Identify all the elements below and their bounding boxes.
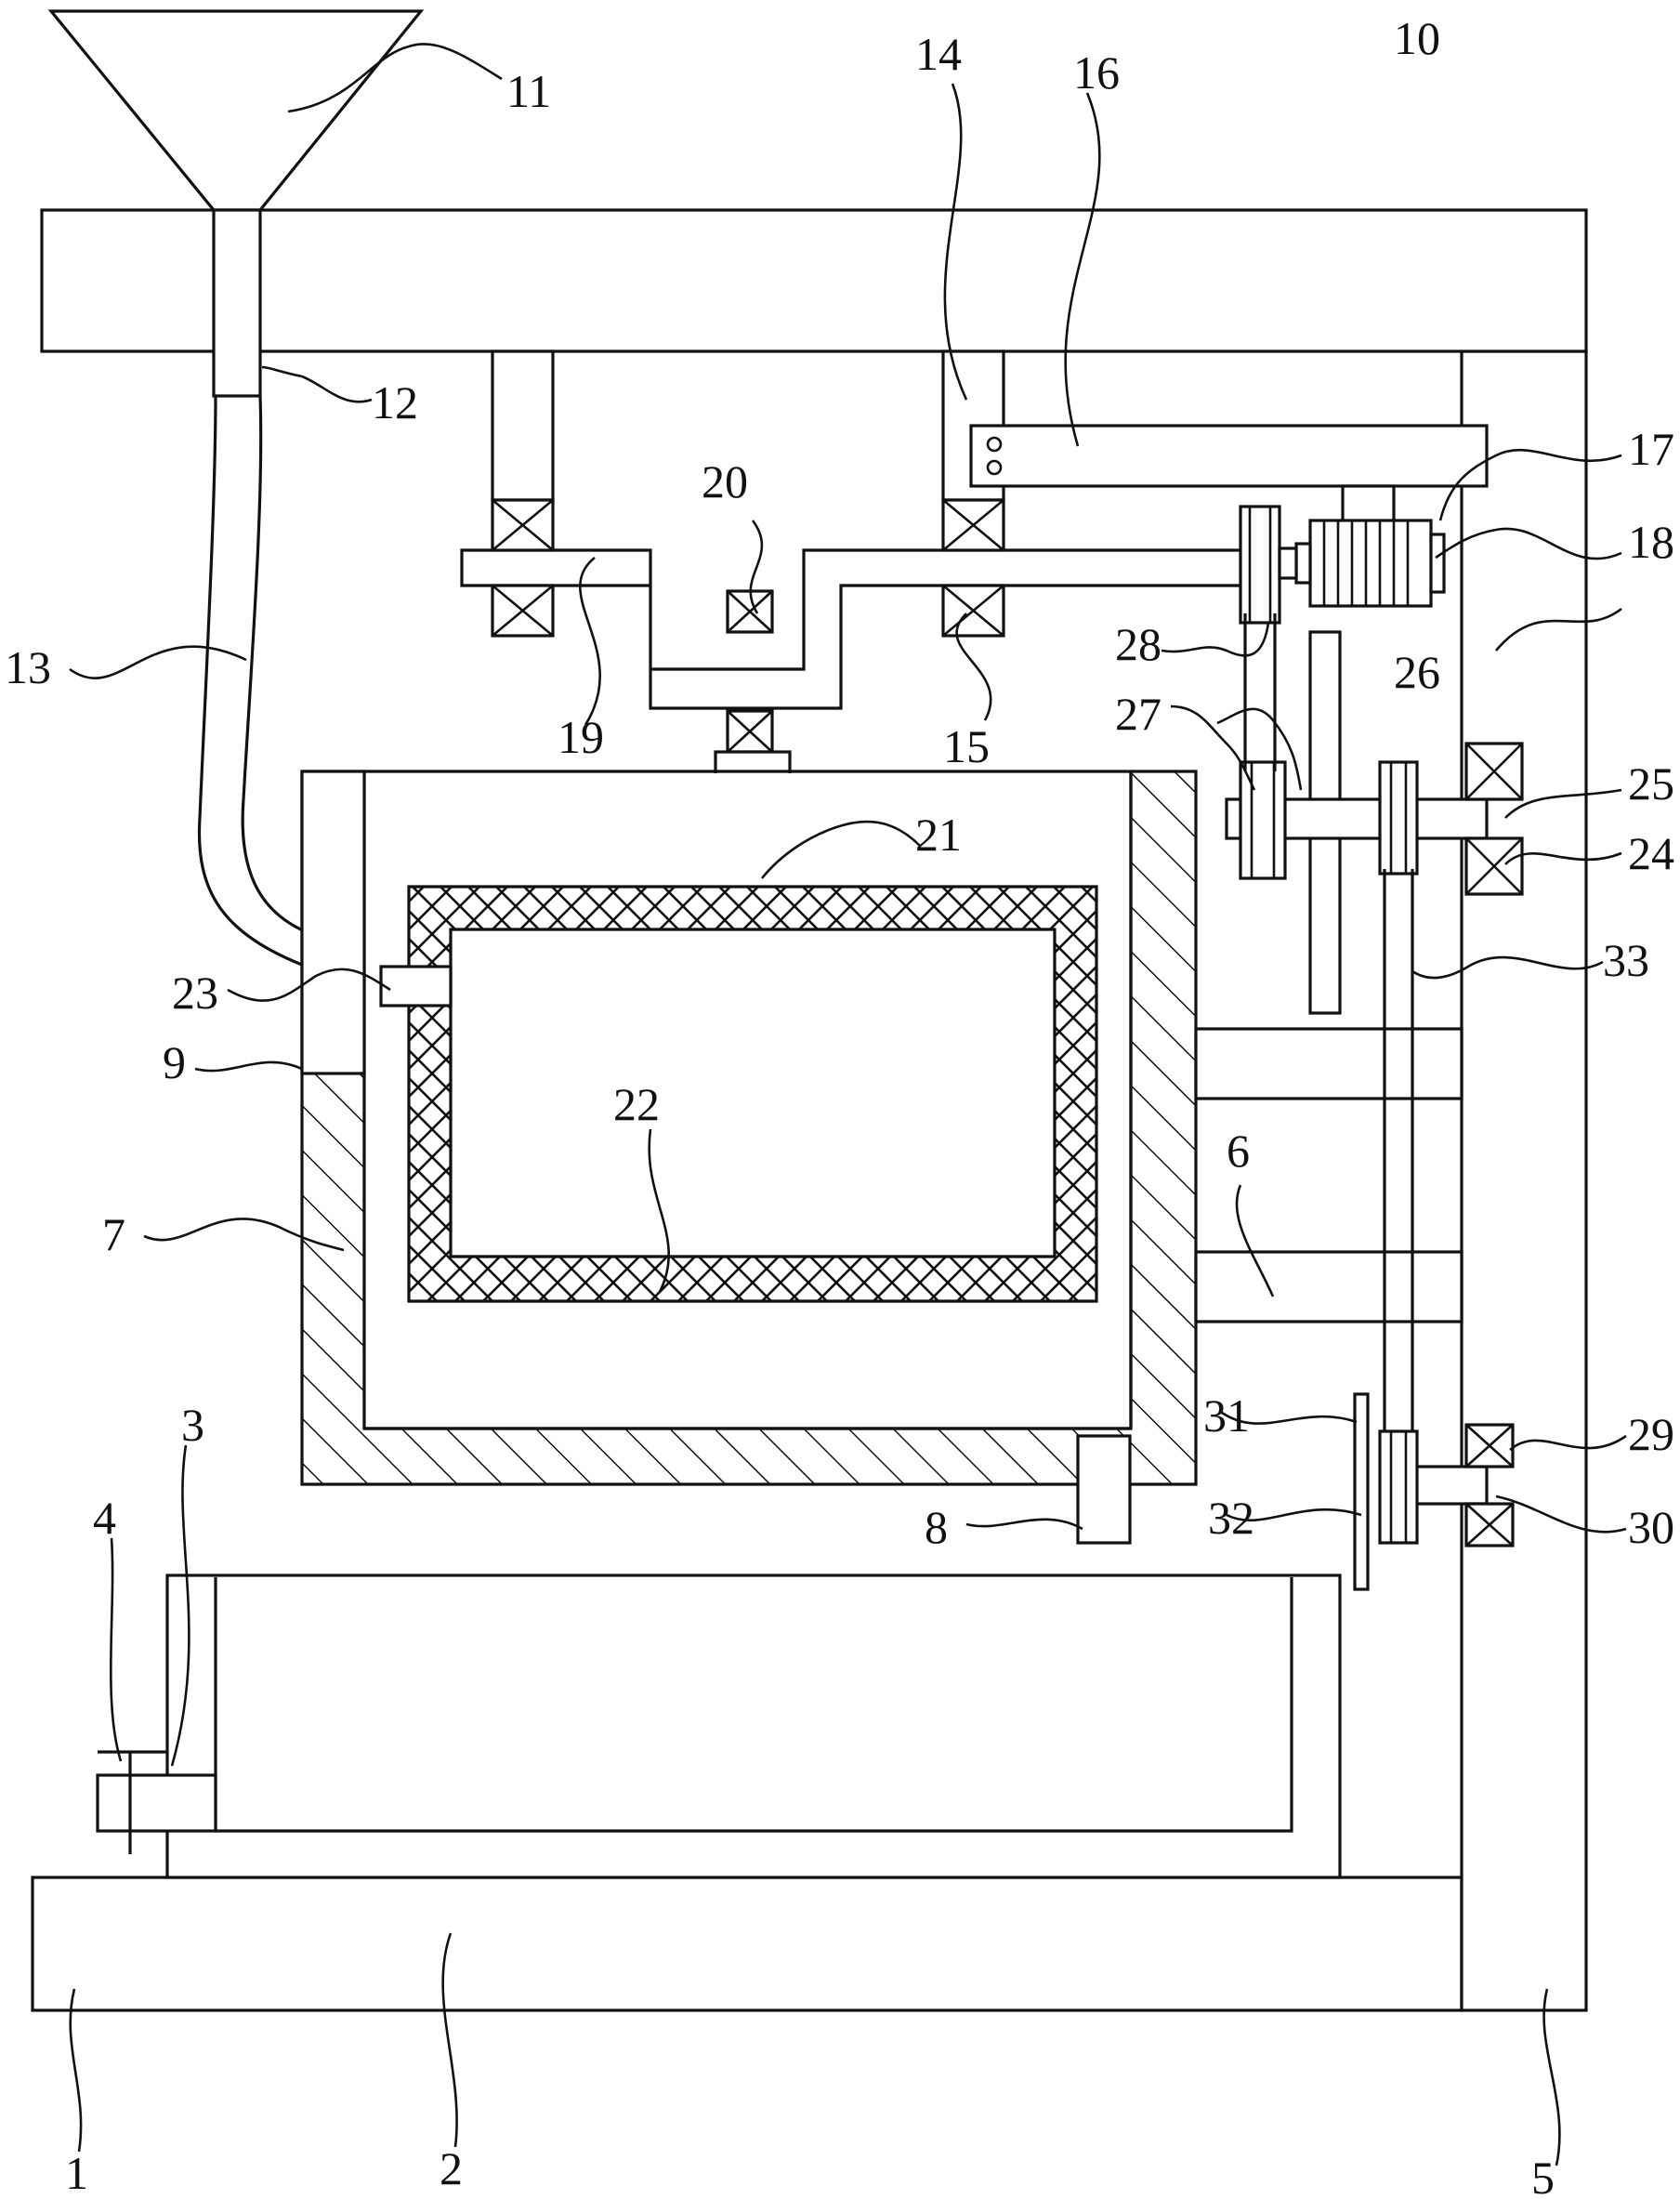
label-8: 8: [925, 1501, 948, 1553]
label-23: 23: [172, 967, 218, 1019]
hose: [197, 395, 382, 987]
right-upright: [1460, 349, 1588, 2012]
bearing-24: [1464, 742, 1524, 896]
label-3: 3: [181, 1399, 204, 1451]
label-9: 9: [163, 1036, 186, 1088]
outlet-pipe: [1076, 1434, 1132, 1545]
label-2: 2: [440, 2142, 463, 2194]
label-16: 16: [1073, 46, 1120, 99]
crank-assembly: [460, 349, 1489, 754]
label-11: 11: [506, 65, 551, 117]
label-31: 31: [1203, 1389, 1250, 1442]
support-rods: [1194, 1027, 1463, 1323]
bearing-15: [941, 498, 1005, 638]
label-12: 12: [372, 376, 418, 428]
label-32: 32: [1208, 1492, 1254, 1544]
pulley-32: [1378, 1429, 1419, 1545]
label-20: 20: [702, 455, 748, 507]
feed-pipe: [212, 208, 262, 398]
label-18: 18: [1628, 516, 1674, 568]
inlet: [379, 965, 453, 1007]
crank-pulley: [1239, 505, 1281, 625]
label-30: 30: [1628, 1501, 1674, 1553]
label-33: 33: [1603, 934, 1649, 986]
funnel-assembly: [47, 9, 425, 987]
label-19: 19: [558, 711, 604, 763]
label-28: 28: [1115, 618, 1162, 670]
part-labels: 10 11 12 13 14 15 16 17 18 19 20 21 22 2…: [5, 12, 1674, 2199]
bolt-hole: [986, 436, 1003, 453]
label-21: 21: [915, 809, 962, 861]
label-22: 22: [613, 1078, 660, 1130]
drain-pipe: [96, 1773, 217, 1833]
drum-housing: [300, 770, 1198, 1486]
top-plate: [40, 208, 1588, 353]
label-25: 25: [1628, 757, 1674, 810]
bearing-29: [1464, 1423, 1515, 1547]
motor: [1294, 519, 1446, 608]
label-15: 15: [943, 720, 990, 772]
label-10: 10: [1394, 12, 1440, 64]
belt-28: [1243, 613, 1277, 771]
motor-mount: [1341, 484, 1396, 525]
lower-shaft: [1353, 1392, 1515, 1591]
pulley-27: [1239, 760, 1287, 880]
label-29: 29: [1628, 1408, 1674, 1460]
label-26: 26: [1394, 646, 1440, 698]
belt-33: [1383, 869, 1414, 1431]
tank: [165, 1574, 1342, 1879]
upper-shaft: [1225, 742, 1524, 896]
bearing-20: [726, 589, 774, 754]
bearing-left: [491, 498, 555, 638]
label-7: 7: [102, 1208, 125, 1260]
label-14: 14: [915, 28, 962, 80]
housing-inner-cavity: [364, 773, 1129, 1427]
pulley-upper-33: [1378, 760, 1419, 876]
opening: [300, 770, 366, 1075]
label-4: 4: [93, 1492, 116, 1544]
leader-lines: [69, 43, 1627, 2166]
valve: [98, 1750, 167, 1854]
label-13: 13: [5, 641, 51, 693]
label-1: 1: [65, 2147, 88, 2199]
screen-frame: [407, 885, 1098, 1303]
mount-plate: [969, 424, 1489, 488]
disc-31: [1353, 1392, 1370, 1591]
label-5: 5: [1531, 2152, 1555, 2199]
hanger-left: [491, 349, 555, 502]
label-27: 27: [1115, 688, 1162, 740]
bolt-hole: [986, 459, 1003, 476]
base-plate: [31, 1876, 1463, 2012]
label-17: 17: [1628, 423, 1674, 475]
label-24: 24: [1628, 827, 1674, 879]
funnel: [47, 9, 425, 212]
label-6: 6: [1227, 1125, 1250, 1177]
